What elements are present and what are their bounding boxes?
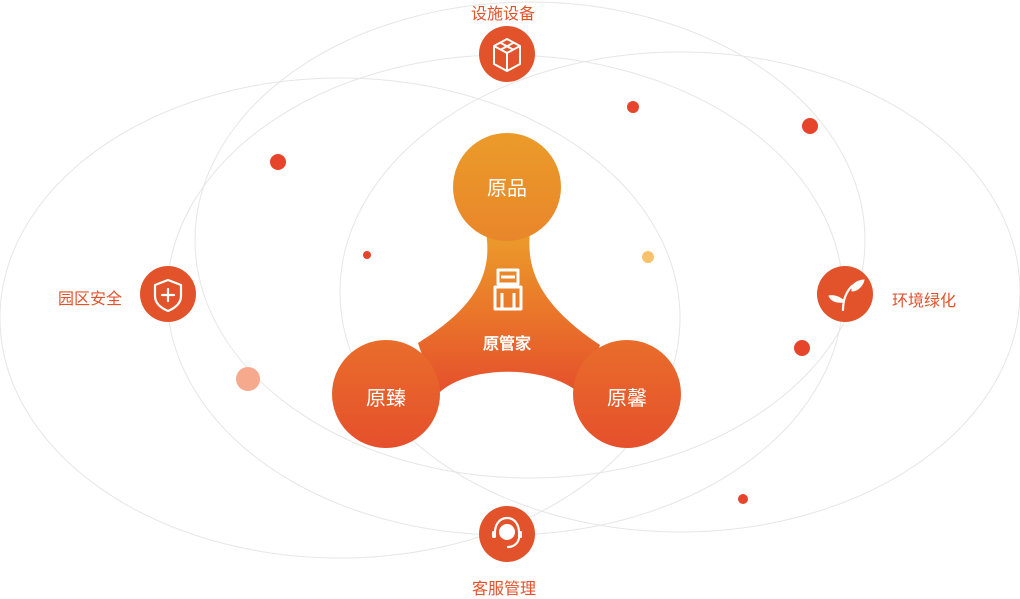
lobe-left-label: 原臻 <box>366 386 406 410</box>
orbit-ellipse <box>194 1 866 479</box>
box-icon <box>493 38 521 72</box>
service-greening[interactable] <box>817 266 873 322</box>
core-connector <box>418 232 600 392</box>
dot <box>642 251 654 263</box>
dot <box>363 251 371 259</box>
core-cluster <box>332 133 681 448</box>
service-customer[interactable] <box>479 506 535 562</box>
dot <box>270 154 286 170</box>
lobe-right <box>573 340 681 448</box>
service-badge <box>817 266 873 322</box>
dot <box>738 494 748 504</box>
orbit-ellipse <box>0 77 681 559</box>
dot <box>794 340 810 356</box>
lobe-right-label: 原馨 <box>607 386 647 410</box>
lobe-top <box>453 133 561 241</box>
label-greening: 环境绿化 <box>892 291 957 310</box>
building-icon <box>493 268 523 311</box>
service-security[interactable] <box>140 266 196 322</box>
label-security: 园区安全 <box>58 289 123 308</box>
orbit-ellipse <box>339 51 1020 533</box>
service-facilities[interactable] <box>479 26 535 82</box>
dot <box>236 367 260 391</box>
lobe-left <box>332 340 440 448</box>
label-facilities: 设施设备 <box>471 4 536 23</box>
center-label: 原管家 <box>482 334 531 353</box>
decor-dots <box>236 101 818 504</box>
headset-icon <box>492 516 522 549</box>
label-customer: 客服管理 <box>472 579 537 598</box>
dot <box>802 118 818 134</box>
shield-plus-icon <box>153 278 183 313</box>
sprout-icon <box>828 279 865 312</box>
lobe-top-label: 原品 <box>487 176 527 200</box>
dot <box>627 101 639 113</box>
